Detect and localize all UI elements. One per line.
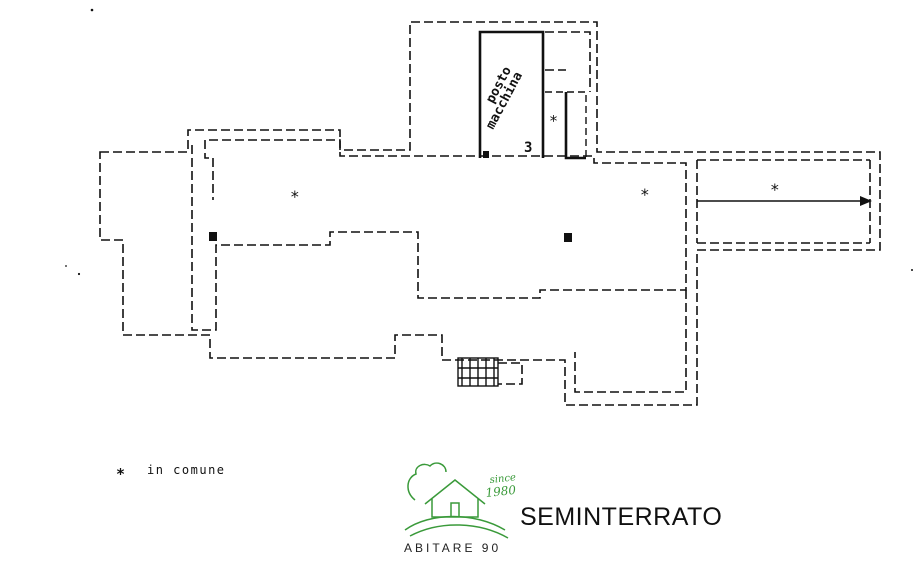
- pillar-left: [209, 232, 217, 241]
- small-room-outline: [564, 92, 586, 160]
- logo-brand: ABITARE 90: [404, 541, 501, 555]
- common-marker-left: *: [290, 187, 300, 206]
- logo-since: since: [489, 472, 516, 486]
- legend-label: in comune: [147, 463, 226, 477]
- stray-dot: [90, 8, 94, 12]
- stray-dot: [77, 272, 81, 276]
- small-room-inner: [545, 91, 587, 158]
- logo-house-icon: [424, 479, 486, 518]
- arrow-head-icon: [860, 196, 872, 206]
- stray-dot: [65, 265, 67, 267]
- upper-right-room: [545, 31, 591, 92]
- inner-corridor-outline: [191, 139, 687, 331]
- floor-title: SEMINTERRATO: [520, 503, 722, 531]
- pillar-parking: [483, 151, 489, 158]
- right-corridor-outline: [696, 159, 871, 244]
- inner-lower-outline: [574, 290, 687, 393]
- parking-space-outline: [478, 30, 545, 158]
- common-marker-right: *: [640, 185, 650, 204]
- common-marker-small-room: *: [549, 112, 558, 130]
- pillar-center: [564, 233, 572, 242]
- logo-hills-icon: [404, 515, 509, 539]
- legend-symbol: *: [116, 465, 125, 483]
- logo-tree-icon: [407, 462, 447, 501]
- outer-wall-perimeter: [99, 21, 881, 406]
- stray-dot: [911, 269, 913, 271]
- staircase: [457, 357, 523, 387]
- common-marker-corridor: *: [770, 180, 780, 199]
- logo-year: 1980: [485, 483, 517, 500]
- abitare-90-logo: since 1980 ABITARE 90: [404, 462, 517, 555]
- parking-number: 3: [524, 140, 532, 156]
